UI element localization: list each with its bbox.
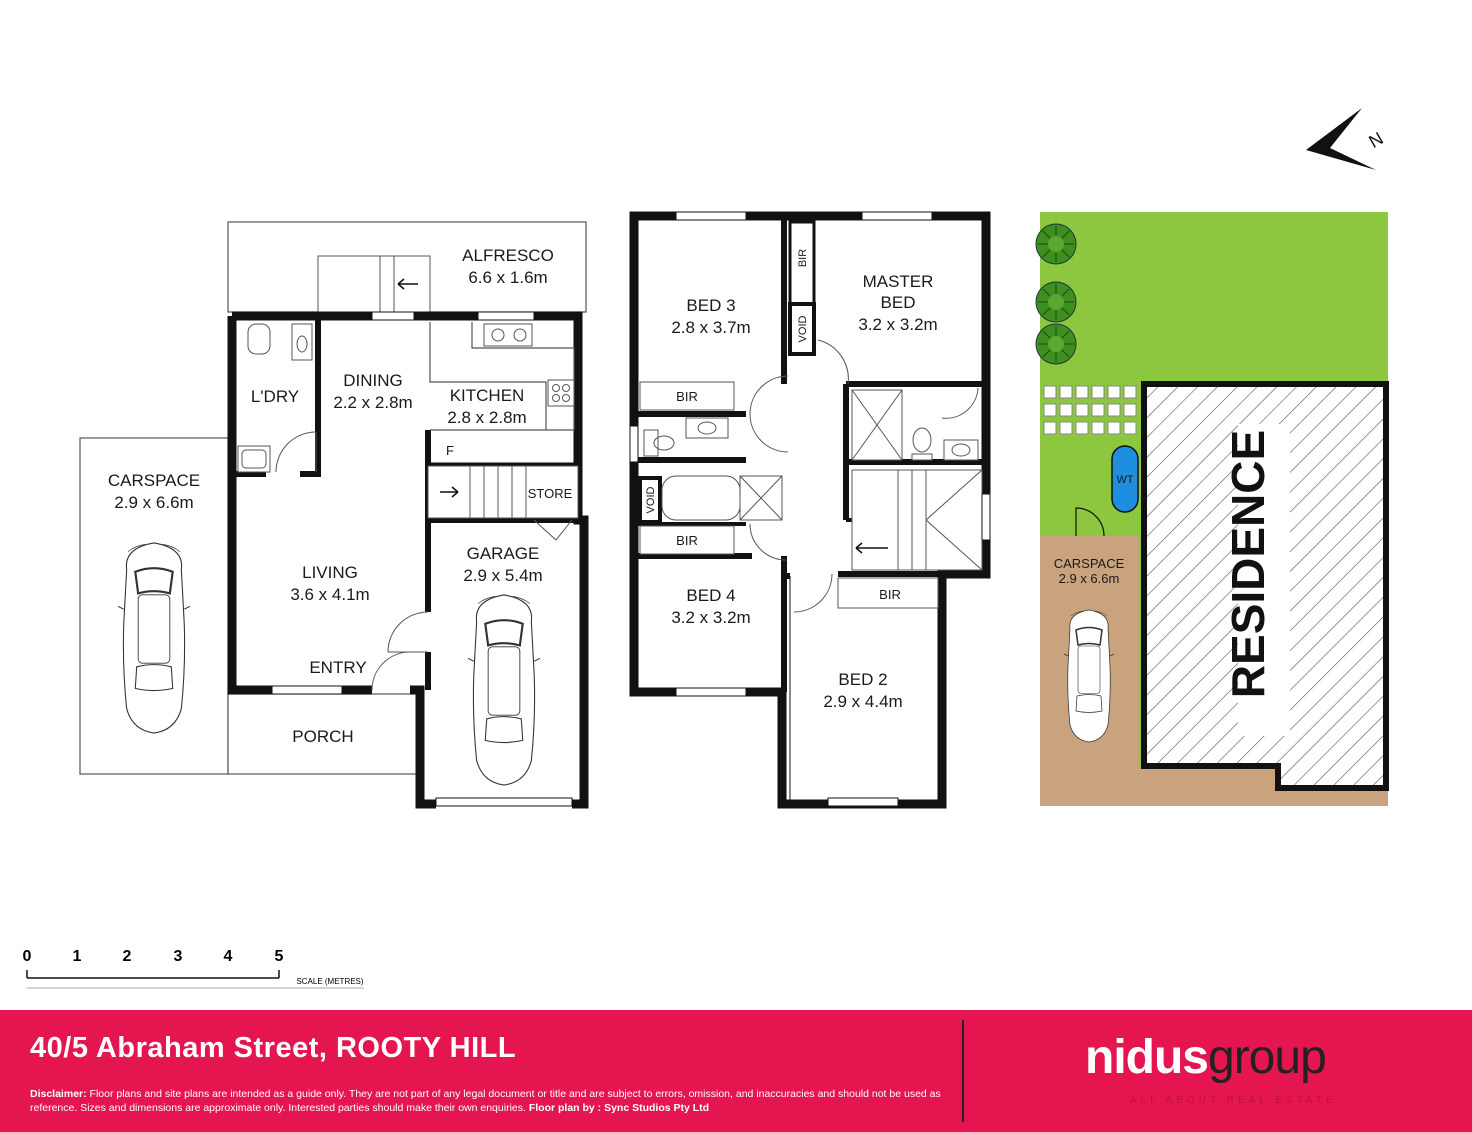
room-label-alfresco: ALFRESCO [462,246,554,265]
room-label-garage: GARAGE [467,544,540,563]
tree-icon [1035,323,1077,365]
svg-text:N: N [1365,128,1386,152]
room-label-master: MASTER [863,272,934,291]
bir-label: BIR [797,249,809,267]
room-label-porch: PORCH [292,727,353,746]
void-label: VOID [645,487,657,514]
scale-tick-label: 2 [123,948,132,965]
room-label-dining: DINING [343,371,403,390]
bir-label: BIR [879,587,901,602]
site-carspace-size: 2.9 x 6.6m [1059,571,1120,586]
room-label-kitchen: KITCHEN [450,386,525,405]
plan-credit: Floor plan by : Sync Studios Pty Ltd [528,1102,710,1114]
logo-part1: nidus [1085,1031,1209,1084]
disclaimer: Disclaimer: Floor plans and site plans a… [30,1087,960,1115]
fridge-label: F [446,443,454,458]
bir-label: BIR [676,389,698,404]
scale-bar: 0 1 2 3 4 5 SCALE (METRES) [23,948,364,989]
scale-caption: SCALE (METRES) [296,977,363,986]
scale-tick-label: 5 [275,948,284,965]
room-label-carspace: CARSPACE [108,471,200,490]
residence-label: RESIDENCE [1222,430,1274,698]
room-label-living: LIVING [302,563,358,582]
room-label-entry: ENTRY [309,658,366,677]
room-size-garage: 2.9 x 5.4m [463,566,542,585]
bir-label: BIR [676,533,698,548]
disclaimer-label: Disclaimer: [30,1088,87,1100]
footer-divider [962,1020,964,1122]
car-icon [116,541,192,735]
room-label-bed2: BED 2 [838,670,887,689]
room-label-master-bed: BED [881,293,916,312]
room-size-alfresco: 6.6 x 1.6m [468,268,547,287]
water-tank [1111,445,1139,513]
room-label-bed3: BED 3 [686,296,735,315]
room-label-store: STORE [528,486,573,501]
scale-tick-label: 3 [174,948,183,965]
room-size-bed2: 2.9 x 4.4m [823,692,902,711]
scale-tick-label: 1 [73,948,82,965]
car-icon [1063,609,1115,743]
water-tank-label: WT [1116,474,1133,486]
scale-tick-label: 0 [23,948,32,965]
room-size-master: 3.2 x 3.2m [858,315,937,334]
void-label: VOID [797,316,809,343]
room-size-carspace: 2.9 x 6.6m [114,493,193,512]
property-address: 40/5 Abraham Street, ROOTY HILL [30,1032,517,1064]
brand-tagline: ALL ABOUT REAL ESTATE [1130,1095,1337,1106]
room-size-dining: 2.2 x 2.8m [333,393,412,412]
room-size-bed3: 2.8 x 3.7m [671,318,750,337]
room-size-living: 3.6 x 4.1m [290,585,369,604]
scale-tick-label: 4 [224,948,233,965]
room-size-kitchen: 2.8 x 2.8m [447,408,526,427]
tree-icon [1035,223,1077,265]
north-arrow-icon: N [1306,108,1387,170]
room-label-laundry: L'DRY [251,387,299,406]
tree-icon [1035,281,1077,323]
ground-floor-plan: ALFRESCO 6.6 x 1.6m DINING 2.2 x 2.8m KI… [79,221,589,809]
footer-banner: 40/5 Abraham Street, ROOTY HILL Disclaim… [0,1010,1472,1132]
logo-part2: group [1208,1031,1327,1084]
site-plan: WT CARSPACE 2.9 x 6.6m RESIDENCE [1035,212,1389,806]
room-label-bed4: BED 4 [686,586,735,605]
first-floor-plan: BED 3 2.8 x 3.7m MASTER BED 3.2 x 3.2m B… [629,211,991,809]
room-size-bed4: 3.2 x 3.2m [671,608,750,627]
site-carspace-label: CARSPACE [1054,556,1125,571]
brand-logo: nidusgroup [1085,1031,1327,1084]
disclaimer-text: Floor plans and site plans are intended … [30,1088,941,1114]
floor-plan: N [23,108,1389,989]
car-icon [466,593,542,787]
